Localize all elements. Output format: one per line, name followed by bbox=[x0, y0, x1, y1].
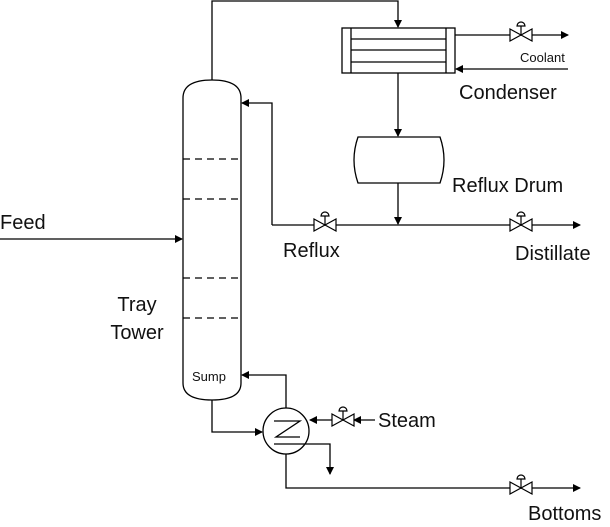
coolant-label: Coolant bbox=[520, 50, 565, 65]
reboiler-coil bbox=[273, 420, 303, 438]
reflux-drum bbox=[353, 136, 445, 184]
sump-label: Sump bbox=[192, 369, 226, 384]
steam-condensate-line bbox=[274, 443, 334, 475]
reflux-return-line bbox=[241, 99, 273, 225]
coolant-valve[interactable] bbox=[509, 21, 533, 42]
vapor-return-line bbox=[241, 371, 287, 408]
bottoms-label: Bottoms bbox=[528, 503, 601, 525]
tower-label-line1: Tray bbox=[117, 294, 156, 316]
distillate-label: Distillate bbox=[515, 243, 591, 265]
steam-label: Steam bbox=[378, 410, 436, 432]
bottoms-valve[interactable] bbox=[509, 474, 533, 495]
steam-valve[interactable] bbox=[331, 406, 355, 427]
feed-label: Feed bbox=[0, 212, 46, 234]
overhead-vapor-line bbox=[211, 0, 402, 80]
reflux-label: Reflux bbox=[283, 240, 340, 262]
sump-to-reboiler-line bbox=[211, 400, 263, 436]
reflux-valve[interactable] bbox=[313, 211, 337, 232]
tray-tower bbox=[182, 79, 242, 401]
reflux-drum-label: Reflux Drum bbox=[452, 175, 563, 197]
condenser-label: Condenser bbox=[459, 82, 557, 104]
condenser bbox=[341, 27, 456, 74]
tower-label-line2: Tower bbox=[110, 322, 164, 344]
bottoms-line bbox=[285, 454, 581, 492]
distillate-valve[interactable] bbox=[509, 211, 533, 232]
